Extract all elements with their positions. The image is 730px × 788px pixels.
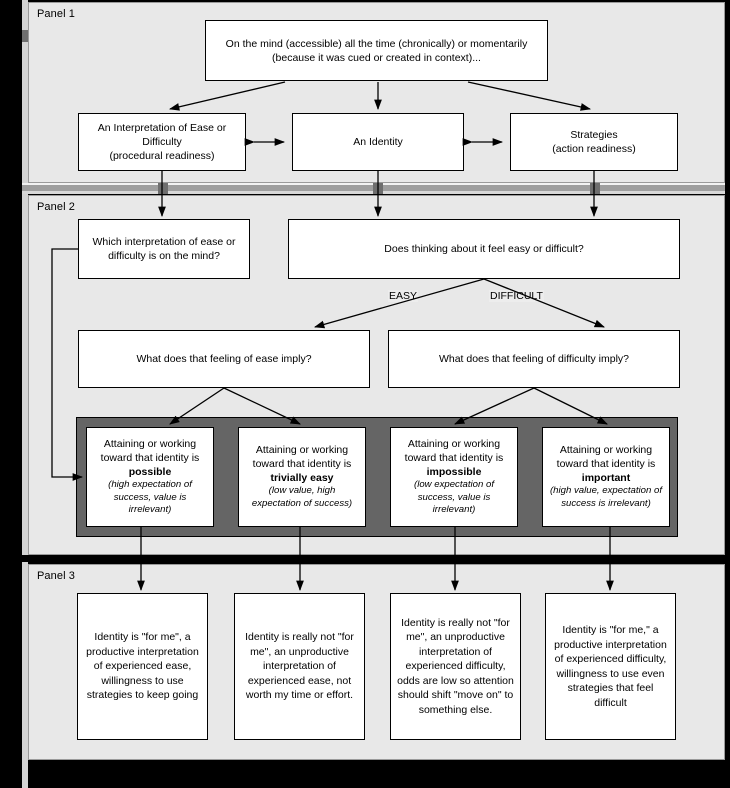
- panel-1-label: Panel 1: [37, 8, 76, 20]
- panel3-box-4[interactable]: Identity is "for me," a productive inter…: [545, 593, 676, 740]
- panel1-top-box-text: On the mind (accessible) all the time (c…: [225, 37, 528, 64]
- panel1-interpretation-box-text: An Interpretation of Ease or Difficulty …: [97, 122, 227, 162]
- panel3-box-2-text: Identity is really not "for me", an unpr…: [245, 631, 354, 702]
- panel2-outcome-important-text: Attaining or working toward that identit…: [549, 444, 662, 509]
- panel1-strategies-box[interactable]: Strategies (action readiness): [510, 113, 678, 171]
- panel2-outcome-trivially-easy-text: Attaining or working toward that identit…: [244, 443, 360, 510]
- panel2-outcome-possible-keyword: possible: [128, 466, 172, 479]
- panel1-identity-box-text: An Identity: [353, 136, 403, 148]
- panel2-outcome-impossible-keyword: impossible: [426, 466, 482, 479]
- panel3-box-3[interactable]: Identity is really not "for me", an unpr…: [390, 593, 521, 740]
- left-frame-strip: [22, 0, 28, 788]
- panel3-box-4-text: Identity is "for me," a productive inter…: [554, 624, 667, 709]
- panel-divider-2: [22, 555, 725, 562]
- panel2-outcome-possible-note: (high expectation of success, value is i…: [108, 479, 192, 516]
- edge-label-easy: EASY: [388, 290, 419, 302]
- panel3-box-1[interactable]: Identity is "for me", a productive inter…: [77, 593, 208, 740]
- panel2-which-interpretation-text: Which interpretation of ease or difficul…: [92, 236, 236, 262]
- panel2-outcome-box-trivially-easy[interactable]: Attaining or working toward that identit…: [238, 427, 366, 527]
- panel1-strategies-box-text: Strategies (action readiness): [552, 129, 636, 155]
- panel2-outcome-impossible-note: (low expectation of success, value is ir…: [414, 479, 494, 516]
- divider-nub-middle: [373, 183, 383, 194]
- panel2-outcome-impossible-text: Attaining or working toward that identit…: [396, 437, 512, 517]
- panel2-ease-imply-box[interactable]: What does that feeling of ease imply?: [78, 330, 370, 388]
- panel1-top-box[interactable]: On the mind (accessible) all the time (c…: [205, 20, 548, 81]
- panel2-outcome-trivially-easy-keyword: trivially easy: [270, 472, 334, 485]
- panel2-difficulty-imply-box[interactable]: What does that feeling of difficulty imp…: [388, 330, 680, 388]
- left-frame-nub: [22, 30, 29, 42]
- panel2-does-thinking-text: Does thinking about it feel easy or diff…: [384, 243, 584, 255]
- panel2-difficulty-imply-text: What does that feeling of difficulty imp…: [438, 353, 630, 365]
- panel2-ease-imply-text: What does that feeling of ease imply?: [136, 353, 312, 365]
- panel2-does-thinking-box[interactable]: Does thinking about it feel easy or diff…: [288, 219, 680, 279]
- panel1-identity-box[interactable]: An Identity: [292, 113, 464, 171]
- divider-nub-left: [158, 183, 168, 194]
- panel2-outcome-box-possible[interactable]: Attaining or working toward that identit…: [86, 427, 214, 527]
- panel2-outcome-possible-text: Attaining or working toward that identit…: [92, 437, 208, 517]
- panel2-outcome-trivially-easy-note: (low value, high expectation of success): [251, 485, 353, 509]
- panel2-outcome-box-impossible[interactable]: Attaining or working toward that identit…: [390, 427, 518, 527]
- panel2-outcome-important-keyword: important: [581, 472, 631, 485]
- panel2-outcome-box-important[interactable]: Attaining or working toward that identit…: [542, 427, 670, 527]
- edge-label-difficult: DIFFICULT: [489, 290, 544, 302]
- panel2-which-interpretation-box[interactable]: Which interpretation of ease or difficul…: [78, 219, 250, 279]
- panel-3-label: Panel 3: [37, 570, 76, 582]
- panel-2-label: Panel 2: [37, 201, 76, 213]
- panel3-box-2[interactable]: Identity is really not "for me", an unpr…: [234, 593, 365, 740]
- panel3-box-3-text: Identity is really not "for me", an unpr…: [397, 616, 514, 716]
- panel3-box-1-text: Identity is "for me", a productive inter…: [86, 631, 199, 702]
- panel2-outcome-important-note: (high value, expectation of success is i…: [549, 485, 662, 509]
- panel1-interpretation-box[interactable]: An Interpretation of Ease or Difficulty …: [78, 113, 246, 171]
- divider-nub-right: [590, 183, 600, 194]
